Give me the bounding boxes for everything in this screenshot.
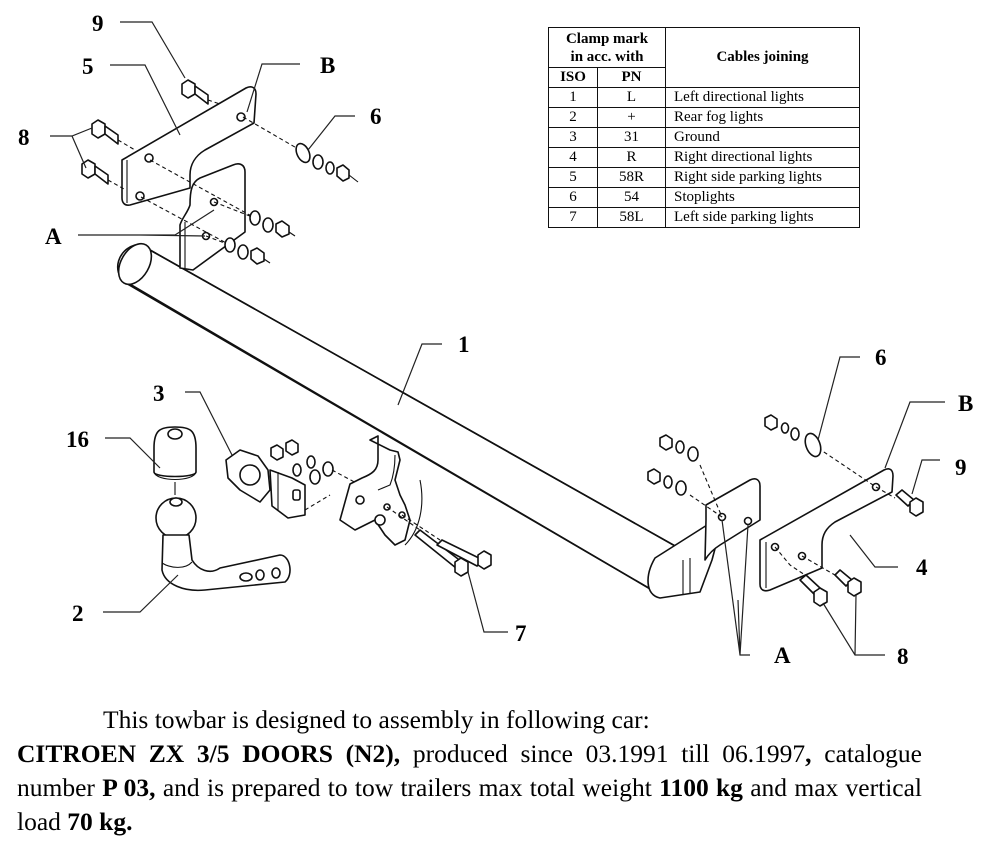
callout-part-7: 7 — [515, 621, 527, 646]
description-body: CITROEN ZX 3/5 DOORS (N2), produced sinc… — [17, 737, 922, 839]
callout-part-9-top: 9 — [92, 11, 104, 36]
callout-point-A-right: A — [774, 643, 791, 668]
pn-cell: 31 — [597, 127, 666, 148]
callout-point-A-left: A — [45, 224, 62, 249]
cable-cell: Rear fog lights — [665, 107, 860, 128]
leader-lines — [50, 21, 945, 656]
socket-plate-part-3 — [225, 449, 306, 519]
callout-part-9-right: 9 — [955, 455, 967, 480]
fasteners-socket-group — [270, 439, 361, 511]
cable-cell: Left side parking lights — [665, 207, 860, 228]
iso-cell: 6 — [548, 187, 598, 208]
wiring-table: Clamp mark in acc. with Cables joining I… — [548, 27, 860, 228]
production-period: produced since 03.1991 till 06.1997 — [400, 739, 806, 768]
iso-cell: 7 — [548, 207, 598, 228]
production-comma: , — [805, 739, 812, 768]
max-trailer-weight: 1100 kg — [659, 773, 743, 802]
wiring-row: 2+Rear fog lights — [548, 107, 860, 128]
iso-cell: 5 — [548, 167, 598, 188]
pn-cell: 58L — [597, 207, 666, 228]
iso-cell: 1 — [548, 87, 598, 108]
main-tube-part-1 — [116, 242, 721, 599]
header-clamp-mark-line1: Clamp mark — [565, 31, 649, 47]
header-clamp-mark-line2: in acc. with — [570, 49, 644, 65]
bolts-right-group — [774, 486, 924, 607]
callout-part-5: 5 — [82, 54, 94, 79]
callout-part-2: 2 — [72, 601, 84, 626]
header-cables-joining: Cables joining — [665, 27, 860, 88]
center-bracket — [339, 435, 423, 546]
bolts-part-7 — [386, 506, 492, 577]
bolts-part-8-left — [81, 119, 136, 190]
cable-cell: Right directional lights — [665, 147, 860, 168]
fasteners-left-group — [140, 116, 359, 265]
ball-neck-part-2 — [155, 482, 291, 592]
header-clamp-mark: Clamp mark in acc. with — [548, 27, 666, 68]
iso-cell: 2 — [548, 107, 598, 128]
iso-cell: 4 — [548, 147, 598, 168]
callout-part-8-right: 8 — [897, 644, 909, 669]
fasteners-right-group — [647, 414, 877, 518]
plate-part-5 — [121, 86, 257, 206]
cable-cell: Stoplights — [665, 187, 860, 208]
callout-part-3: 3 — [153, 381, 165, 406]
max-vertical-load: 70 kg. — [67, 807, 133, 836]
pn-cell: 54 — [597, 187, 666, 208]
callout-part-16: 16 — [66, 427, 89, 452]
callout-part-6-top: 6 — [370, 104, 382, 129]
vertical-text: and max vertical load — [17, 773, 923, 836]
header-iso: ISO — [548, 67, 598, 88]
header-pn: PN — [597, 67, 666, 88]
callout-part-8-left: 8 — [18, 125, 30, 150]
cable-cell: Ground — [665, 127, 860, 148]
towbar-description: This towbar is designed to assembly in f… — [17, 703, 922, 839]
iso-cell: 3 — [548, 127, 598, 148]
plate-part-4 — [759, 468, 894, 592]
description-intro: This towbar is designed to assembly in f… — [103, 705, 650, 734]
cable-cell: Right side parking lights — [665, 167, 860, 188]
tow-text: and is prepared to tow trailers max tota… — [155, 773, 660, 802]
callout-part-4: 4 — [916, 555, 928, 580]
callout-part-6-right: 6 — [875, 345, 887, 370]
callout-part-1: 1 — [458, 332, 470, 357]
ball-cap-part-16 — [153, 426, 197, 481]
catalogue-number: P 03, — [102, 773, 156, 802]
callout-point-B-right: B — [958, 391, 974, 416]
pn-cell: R — [597, 147, 666, 168]
towbar-exploded-drawing — [50, 21, 945, 656]
pn-cell: 58R — [597, 167, 666, 188]
pn-cell: L — [597, 87, 666, 108]
right-mount-bracket — [704, 478, 761, 561]
bolt-part-9-top — [181, 79, 221, 105]
catalogue-prefix: catalogue number — [17, 739, 922, 802]
pn-cell: + — [597, 107, 666, 128]
cable-cell: Left directional lights — [665, 87, 860, 108]
car-model: CITROEN ZX 3/5 DOORS (N2), — [17, 739, 401, 768]
callout-point-B-top: B — [320, 53, 336, 78]
